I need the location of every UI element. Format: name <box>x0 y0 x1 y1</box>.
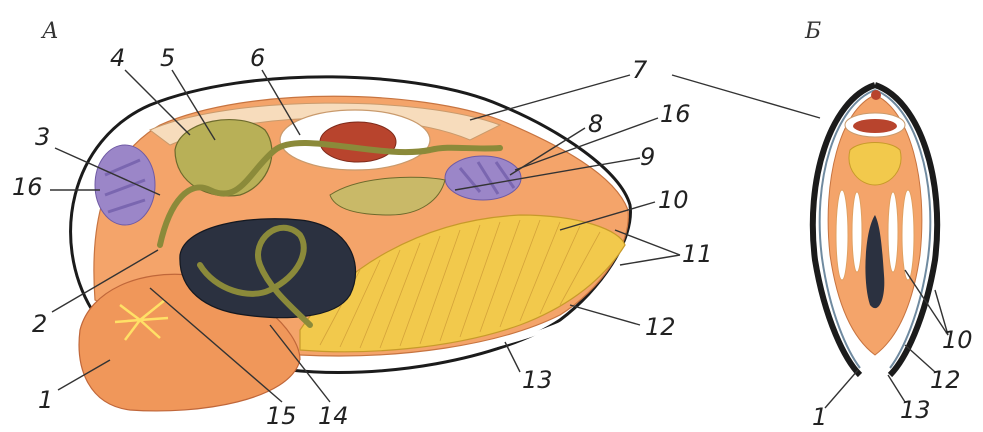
label-16-a-left: 16 <box>12 173 43 201</box>
gonad-anterior <box>95 145 155 225</box>
label-8-a: 8 <box>588 110 603 138</box>
cs-heart <box>853 119 897 133</box>
label-12-b: 12 <box>930 366 961 394</box>
label-11-a: 11 <box>682 240 713 268</box>
label-15-a: 15 <box>266 402 297 430</box>
label-10-b: 10 <box>942 326 973 354</box>
hinge-ligament <box>871 90 881 100</box>
gonad-posterior <box>445 156 521 200</box>
label-13-a: 13 <box>522 366 553 394</box>
label-3-a: 3 <box>35 123 50 151</box>
label-1-b: 1 <box>812 403 827 431</box>
label-6-a: 6 <box>250 44 265 72</box>
label-13-b: 13 <box>900 396 931 424</box>
label-12-a: 12 <box>645 313 676 341</box>
label-2-a: 2 <box>32 310 47 338</box>
label-7-a: 7 <box>632 56 648 84</box>
panel-b: Б 1 10 12 13 <box>672 19 973 431</box>
label-4-a: 4 <box>110 44 125 72</box>
label-14-a: 14 <box>318 402 349 430</box>
label-16-a-right: 16 <box>660 100 691 128</box>
label-9-a: 9 <box>640 143 655 171</box>
label-10-a: 10 <box>658 186 689 214</box>
panel-b-label: Б <box>804 19 821 44</box>
panel-a: А 1 2 3 4 5 6 7 8 9 10 11 12 13 14 15 16… <box>12 19 713 430</box>
label-5-a: 5 <box>160 44 175 72</box>
label-1-a: 1 <box>38 386 53 414</box>
panel-a-label: А <box>40 19 59 44</box>
